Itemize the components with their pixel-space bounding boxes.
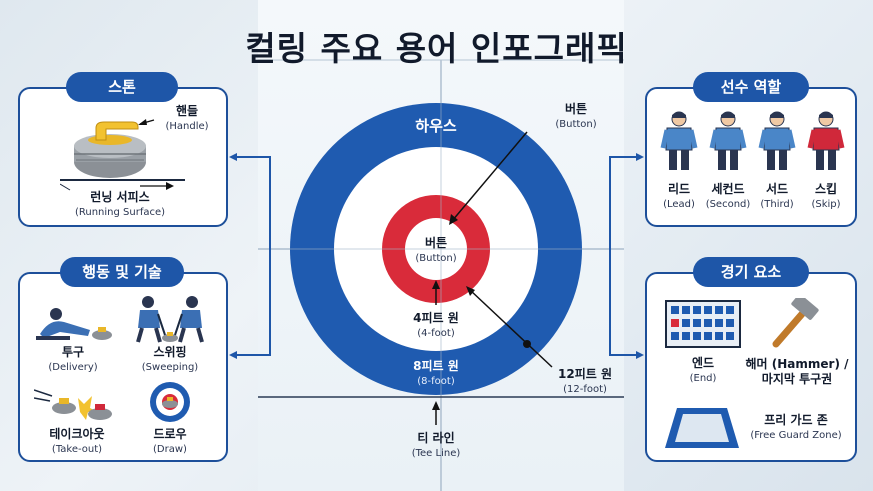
running-surface-label: 런닝 서피스(Running Surface) [74,190,166,218]
twelve-foot-arrow [469,289,553,368]
curling-stone-icon [60,119,185,191]
role-label: 스킵 (Skip) [802,182,850,212]
role-name-ko: 세컨드 [711,182,745,196]
four-foot-label: 4피트 원(4-foot) [413,311,459,339]
stone-panel-header: 스톤 [66,72,178,102]
sweeping-label: 스위핑(Sweeping) [141,345,199,373]
button-callout-label: 버튼(Button) [555,102,597,130]
hammer-label: 해머 (Hammer) /마지막 투구권 [745,357,849,386]
tee-line-label: 티 라인(Tee Line) [411,431,461,459]
role-name-ko: 서드 [765,182,789,196]
eight-foot-label: 8피트 원(8-foot) [413,359,459,387]
role-third: 서드 (Third) [753,110,801,212]
delivery-label: 투구(Delivery) [48,345,98,373]
role-lead: 리드 (Lead) [655,110,703,212]
player-icon [807,111,845,170]
delivery-icon [36,308,112,340]
scoreboard-icon [665,300,741,348]
takeout-icon [34,389,112,420]
button-center-label: 버튼(Button) [415,236,457,264]
free-guard-zone-icon [665,408,739,448]
sweeping-icon [136,296,204,343]
role-label: 서드 (Third) [753,182,801,212]
role-name-ko: 리드 [667,182,691,196]
page-title: 컬링 주요 용어 인포그래픽 [245,29,628,68]
role-label: 세컨드 (Second) [704,182,752,212]
roles-row: 리드 (Lead) 세컨드 (Second) 서드 (Third) 스킵 (Skip) [655,110,849,220]
hammer-icon [772,298,819,348]
left-connector [262,156,271,356]
player-icon [709,111,747,170]
roles-panel-header: 선수 역할 [693,72,809,102]
role-skip: 스킵 (Skip) [802,110,850,212]
technique-panel-header: 행동 및 기술 [60,257,184,287]
free-guard-label: 프리 가드 존(Free Guard Zone) [750,413,842,441]
draw-icon [150,382,190,422]
end-label: 엔드(End) [689,356,717,384]
twelve-foot-label: 12피트 원(12-foot) [558,367,612,395]
button-arrow [451,131,528,222]
game-panel-header: 경기 요소 [693,257,809,287]
role-name-en: (Third) [760,199,794,210]
house-title: 하우스 [415,117,457,135]
role-name-ko: 스킵 [814,182,838,196]
role-name-en: (Skip) [811,199,841,210]
draw-label: 드로우(Draw) [153,427,187,455]
role-name-en: (Second) [705,199,751,210]
right-connector [609,156,620,356]
handle-label: 핸들(Handle) [165,104,209,132]
role-second: 세컨드 (Second) [704,110,752,212]
role-name-en: (Lead) [663,199,695,210]
role-label: 리드 (Lead) [655,182,703,212]
player-icon [660,111,698,170]
takeout-label: 테이크아웃(Take-out) [49,427,105,455]
player-icon [758,111,796,170]
